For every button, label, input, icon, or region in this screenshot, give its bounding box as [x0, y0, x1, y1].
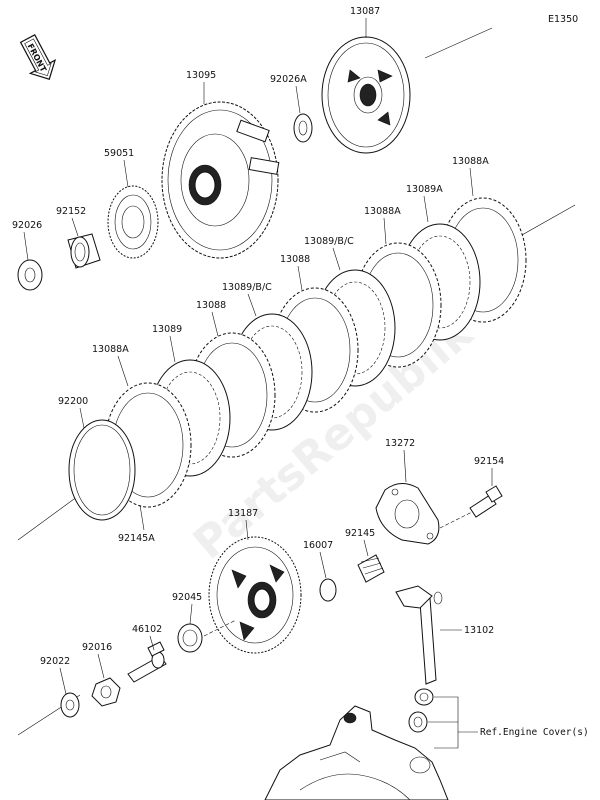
part-13087-pressure-cover[interactable]: [321, 36, 411, 154]
part-13272-lifter-plate[interactable]: [375, 483, 440, 545]
label-92145A: 92145A: [118, 533, 155, 544]
part-46102-push-rod[interactable]: [127, 641, 167, 683]
label-92154: 92154: [474, 456, 504, 467]
part-92016-nut[interactable]: [91, 677, 121, 707]
label-13187: 13187: [228, 508, 258, 519]
label-92145: 92145: [345, 528, 375, 539]
label-13088A-top: 13088A: [452, 156, 489, 167]
diagram-code: E1350: [548, 14, 578, 25]
part-16007-circlip[interactable]: [319, 578, 337, 602]
label-16007: 16007: [303, 540, 333, 551]
part-92045-bearing[interactable]: [177, 623, 203, 653]
part-13187-clutch-hub[interactable]: [208, 536, 302, 654]
label-13088-upper: 13088: [280, 254, 310, 265]
label-13089A: 13089A: [406, 184, 443, 195]
label-92026A: 92026A: [270, 74, 307, 85]
label-13095: 13095: [186, 70, 216, 81]
engine-cover-partial: [264, 705, 449, 800]
part-13095-clutch-basket[interactable]: [161, 101, 280, 259]
label-13087: 13087: [350, 6, 380, 17]
front-arrow-icon: FRONT: [19, 34, 57, 80]
label-92045: 92045: [172, 592, 202, 603]
label-13089: 13089: [152, 324, 182, 335]
label-92200: 92200: [58, 396, 88, 407]
label-92152: 92152: [56, 206, 86, 217]
label-13102: 13102: [464, 625, 494, 636]
label-13272: 13272: [385, 438, 415, 449]
label-92016: 92016: [82, 642, 112, 653]
part-92152-sleeve[interactable]: [67, 233, 101, 269]
part-92154-bolt[interactable]: [469, 485, 503, 518]
label-ref-engine-cover: Ref.Engine Cover(s): [480, 727, 589, 738]
part-59051-gear[interactable]: [107, 185, 159, 259]
part-oil-seal-upper: [414, 688, 434, 706]
part-needle-bearing-lower: [408, 711, 428, 733]
label-92022: 92022: [40, 656, 70, 667]
label-46102: 46102: [132, 624, 162, 635]
label-13088A-low: 13088A: [92, 344, 129, 355]
part-92026A-washer[interactable]: [293, 113, 313, 143]
part-92026-washer[interactable]: [17, 259, 43, 291]
part-92145-spring[interactable]: [357, 554, 385, 583]
part-92022-washer[interactable]: [60, 692, 80, 718]
label-13088-lower: 13088: [196, 300, 226, 311]
part-92200-ring[interactable]: [68, 419, 136, 521]
label-13089BC-upper: 13089/B/C: [304, 236, 354, 247]
label-13089BC-lower: 13089/B/C: [222, 282, 272, 293]
label-59051: 59051: [104, 148, 134, 159]
label-92026: 92026: [12, 220, 42, 231]
label-13088A-mid: 13088A: [364, 206, 401, 217]
part-13102-release-shaft[interactable]: [395, 585, 443, 685]
